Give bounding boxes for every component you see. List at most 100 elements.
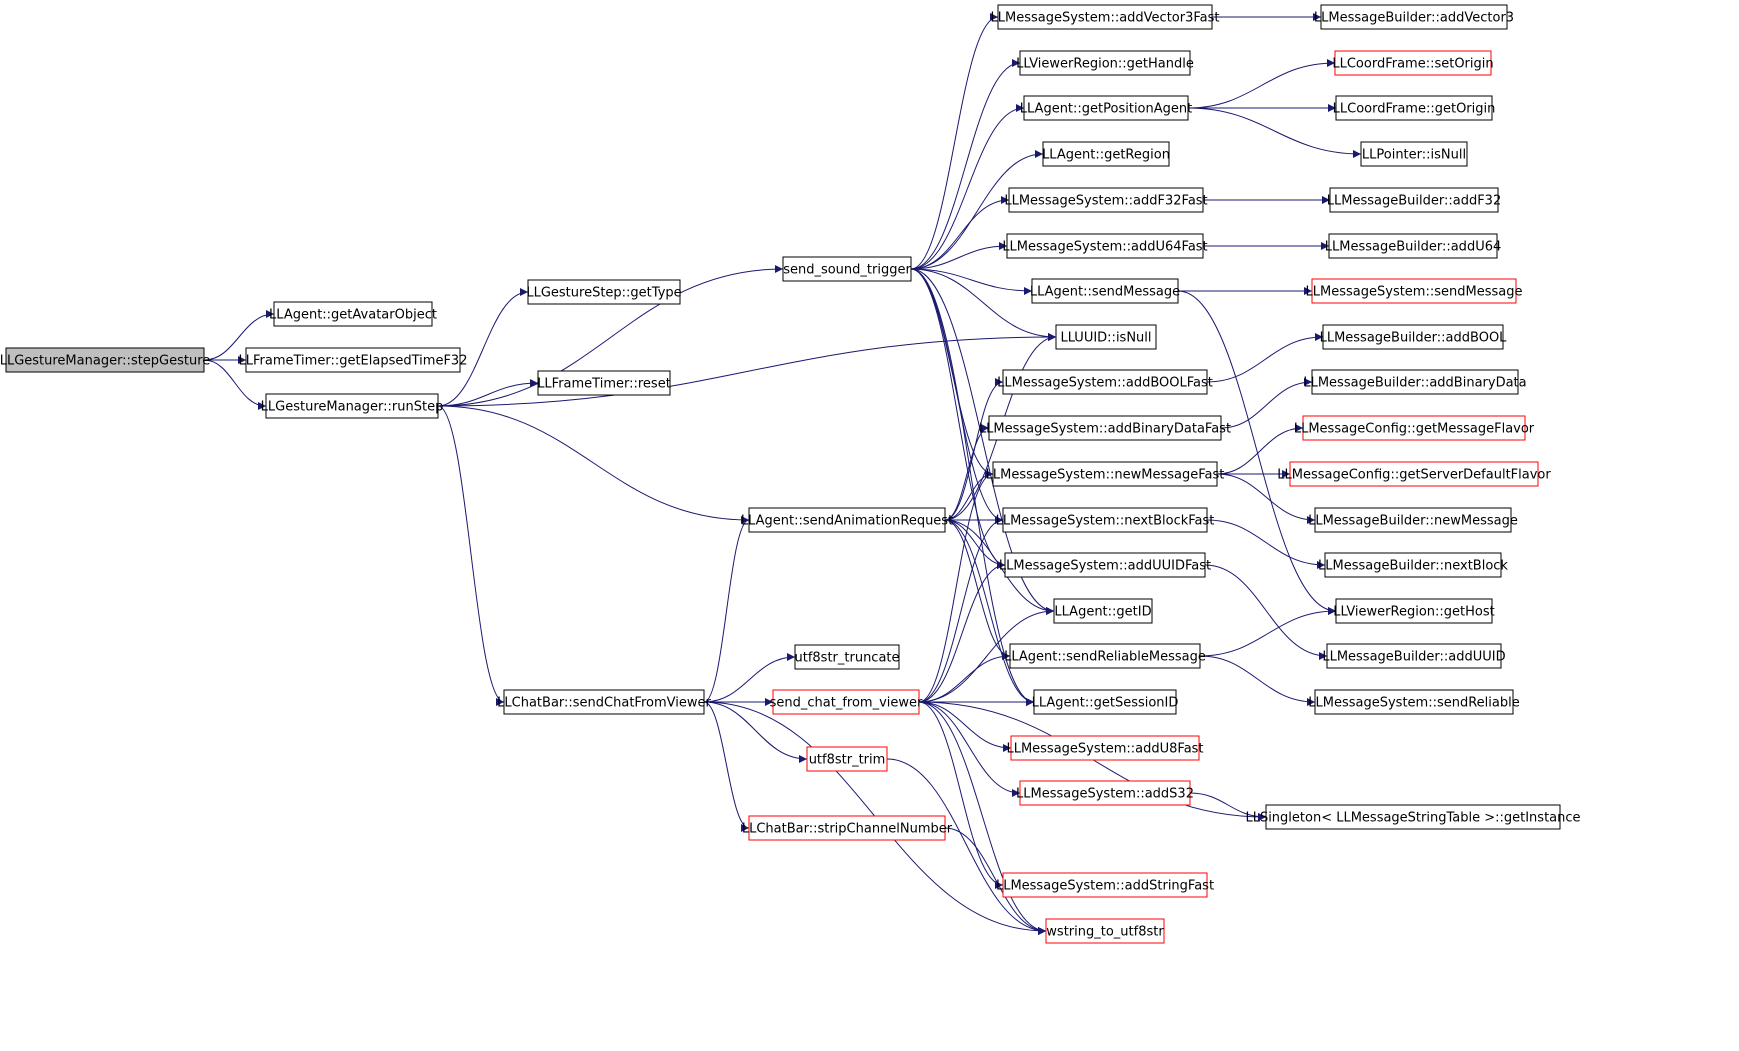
node-getMessageFlavor[interactable]: LLMessageConfig::getMessageFlavor [1294, 415, 1535, 441]
node-mb_addBinaryData[interactable]: LLMessageBuilder::addBinaryData [1303, 369, 1527, 395]
edge-send_chat_from_viewer-to-addS32 [918, 701, 1021, 797]
node-addF32Fast[interactable]: LLMessageSystem::addF32Fast [1004, 187, 1208, 213]
node-sendAnimationRequest[interactable]: LLAgent::sendAnimationRequest [741, 507, 953, 533]
edge-send_sound_trigger-to-getSessionID [910, 268, 1035, 706]
node-label: LLPointer::isNull [1362, 148, 1466, 163]
edge-sendAnimationRequest-to-addBinaryDataFast [944, 424, 990, 521]
node-newMessageFast[interactable]: LLMessageSystem::newMessageFast [986, 461, 1225, 487]
node-label: LLMessageBuilder::addF32 [1327, 194, 1501, 209]
node-box [1311, 278, 1517, 304]
node-label: LLMessageSystem::newMessageFast [986, 468, 1225, 483]
node-runStep[interactable]: LLGestureManager::runStep [261, 393, 444, 419]
edge-addS32-to-getInstance [1189, 792, 1267, 821]
node-box [748, 507, 946, 533]
node-label: LLAgent::sendAnimationRequest [741, 514, 953, 529]
node-box [806, 746, 888, 772]
node-getSessionID[interactable]: LLAgent::getSessionID [1032, 689, 1179, 715]
node-box [1335, 95, 1493, 121]
edge-addBOOLFast-to-mb_addBOOL [1206, 333, 1324, 383]
node-label: LLAgent::getSessionID [1032, 696, 1179, 711]
edge-send_chat_from_viewer-to-nextBlockFast [918, 516, 1004, 703]
node-wstring_to_utf8str[interactable]: wstring_to_utf8str [1045, 918, 1165, 944]
node-getAvatarObject[interactable]: LLAgent::getAvatarObject [269, 301, 437, 327]
node-pointer_isNull[interactable]: LLPointer::isNull [1360, 141, 1468, 167]
node-label: LLMessageBuilder::addBinaryData [1303, 376, 1526, 391]
node-label: LLGestureStep::getType [526, 286, 681, 301]
node-ms_sendMessage[interactable]: LLMessageSystem::sendMessage [1306, 278, 1523, 304]
edge-send_sound_trigger-to-addUUIDFast [910, 268, 1006, 569]
node-sendReliableMessage[interactable]: LLAgent::sendReliableMessage [1004, 643, 1206, 669]
node-addVector3Fast[interactable]: LLMessageSystem::addVector3Fast [991, 4, 1220, 30]
edge-layer [203, 13, 1362, 935]
node-box [1008, 187, 1204, 213]
node-sendReliable[interactable]: LLMessageSystem::sendReliable [1308, 689, 1520, 715]
node-layer: LLGestureManager::stepGestureLLAgent::ge… [0, 4, 1581, 944]
node-label: LLMessageBuilder::addVector3 [1314, 11, 1514, 26]
node-stepGesture[interactable]: LLGestureManager::stepGesture [0, 347, 210, 373]
node-box [527, 279, 681, 305]
node-isNull_uuid[interactable]: LLUUID::isNull [1055, 324, 1157, 350]
node-label: LLMessageSystem::sendMessage [1306, 285, 1523, 300]
edge-getPositionAgent-to-setOrigin [1187, 59, 1336, 109]
node-label: LLFrameTimer::getElapsedTimeF32 [239, 354, 468, 369]
edge-addUUIDFast-to-mb_addUUID [1204, 564, 1328, 660]
node-box [1023, 95, 1189, 121]
edge-send_chat_from_viewer-to-wstring_to_utf8str [918, 701, 1047, 935]
node-box [1002, 872, 1208, 898]
node-stripChannelNumber[interactable]: LLChatBar::stripChannelNumber [742, 815, 953, 841]
node-addBinaryDataFast[interactable]: LLMessageSystem::addBinaryDataFast [979, 415, 1231, 441]
node-sendMessage[interactable]: LLAgent::sendMessage [1030, 278, 1180, 304]
node-reset[interactable]: LLFrameTimer::reset [537, 370, 671, 396]
node-getID[interactable]: LLAgent::getID [1053, 598, 1153, 624]
node-addUUIDFast[interactable]: LLMessageSystem::addUUIDFast [999, 552, 1211, 578]
node-send_sound_trigger[interactable]: send_sound_trigger [782, 256, 912, 282]
edge-send_chat_from_viewer-to-sendReliableMessage [918, 652, 1011, 703]
node-getServerDefaultFlavor[interactable]: LLMessageConfig::getServerDefaultFlavor [1277, 461, 1551, 487]
node-label: send_sound_trigger [783, 263, 911, 278]
node-getInstance[interactable]: LLSingleton< LLMessageStringTable >::get… [1245, 804, 1581, 830]
node-mb_newMessage[interactable]: LLMessageBuilder::newMessage [1308, 507, 1518, 533]
node-label: LLAgent::getID [1054, 605, 1151, 620]
node-box [1328, 233, 1498, 259]
node-mb_addVector3[interactable]: LLMessageBuilder::addVector3 [1314, 4, 1514, 30]
node-addStringFast[interactable]: LLMessageSystem::addStringFast [996, 872, 1214, 898]
node-getPositionAgent[interactable]: LLAgent::getPositionAgent [1020, 95, 1192, 121]
node-addS32[interactable]: LLMessageSystem::addS32 [1016, 780, 1194, 806]
node-getOrigin[interactable]: LLCoordFrame::getOrigin [1333, 95, 1496, 121]
node-getHandle[interactable]: LLViewerRegion::getHandle [1016, 50, 1194, 76]
node-utf8str_truncate[interactable]: utf8str_truncate [794, 644, 900, 670]
node-addU8Fast[interactable]: LLMessageSystem::addU8Fast [1006, 735, 1204, 761]
edge-sendChatFromViewer-to-sendAnimationRequest [703, 516, 750, 703]
node-box [988, 415, 1222, 441]
node-getType[interactable]: LLGestureStep::getType [526, 279, 682, 305]
node-label: LLFrameTimer::reset [537, 377, 671, 392]
node-getHost[interactable]: LLViewerRegion::getHost [1333, 598, 1495, 624]
node-mb_addBOOL[interactable]: LLMessageBuilder::addBOOL [1320, 324, 1508, 350]
node-box [1045, 918, 1165, 944]
node-label: LLMessageSystem::addU64Fast [1002, 240, 1207, 255]
node-box [1311, 369, 1519, 395]
node-box [537, 370, 671, 396]
edge-runStep-to-isNull_uuid [437, 333, 1057, 407]
node-label: LLMessageBuilder::addUUID [1322, 650, 1505, 665]
node-label: send_chat_from_viewer [770, 696, 923, 711]
node-nextBlockFast[interactable]: LLMessageSystem::nextBlockFast [996, 507, 1215, 533]
edge-send_chat_from_viewer-to-addU8Fast [918, 701, 1012, 752]
node-mb_addU64[interactable]: LLMessageBuilder::addU64 [1325, 233, 1502, 259]
node-label: LLAgent::getRegion [1042, 148, 1170, 163]
node-box [265, 393, 439, 419]
node-getElapsedTimeF32[interactable]: LLFrameTimer::getElapsedTimeF32 [239, 347, 468, 373]
node-mb_nextBlock[interactable]: LLMessageBuilder::nextBlock [1318, 552, 1508, 578]
node-addBOOLFast[interactable]: LLMessageSystem::addBOOLFast [997, 369, 1213, 395]
node-mb_addUUID[interactable]: LLMessageBuilder::addUUID [1322, 643, 1506, 669]
node-send_chat_from_viewer[interactable]: send_chat_from_viewer [770, 689, 923, 715]
node-label: LLAgent::getAvatarObject [269, 308, 437, 323]
node-getRegion[interactable]: LLAgent::getRegion [1042, 141, 1170, 167]
node-utf8str_trim[interactable]: utf8str_trim [806, 746, 888, 772]
node-label: LLUUID::isNull [1060, 331, 1151, 346]
node-mb_addF32[interactable]: LLMessageBuilder::addF32 [1327, 187, 1501, 213]
node-label: LLMessageSystem::addBinaryDataFast [979, 422, 1231, 437]
node-sendChatFromViewer[interactable]: LLChatBar::sendChatFromViewer [497, 689, 711, 715]
node-addU64Fast[interactable]: LLMessageSystem::addU64Fast [1002, 233, 1208, 259]
node-setOrigin[interactable]: LLCoordFrame::setOrigin [1332, 50, 1494, 76]
